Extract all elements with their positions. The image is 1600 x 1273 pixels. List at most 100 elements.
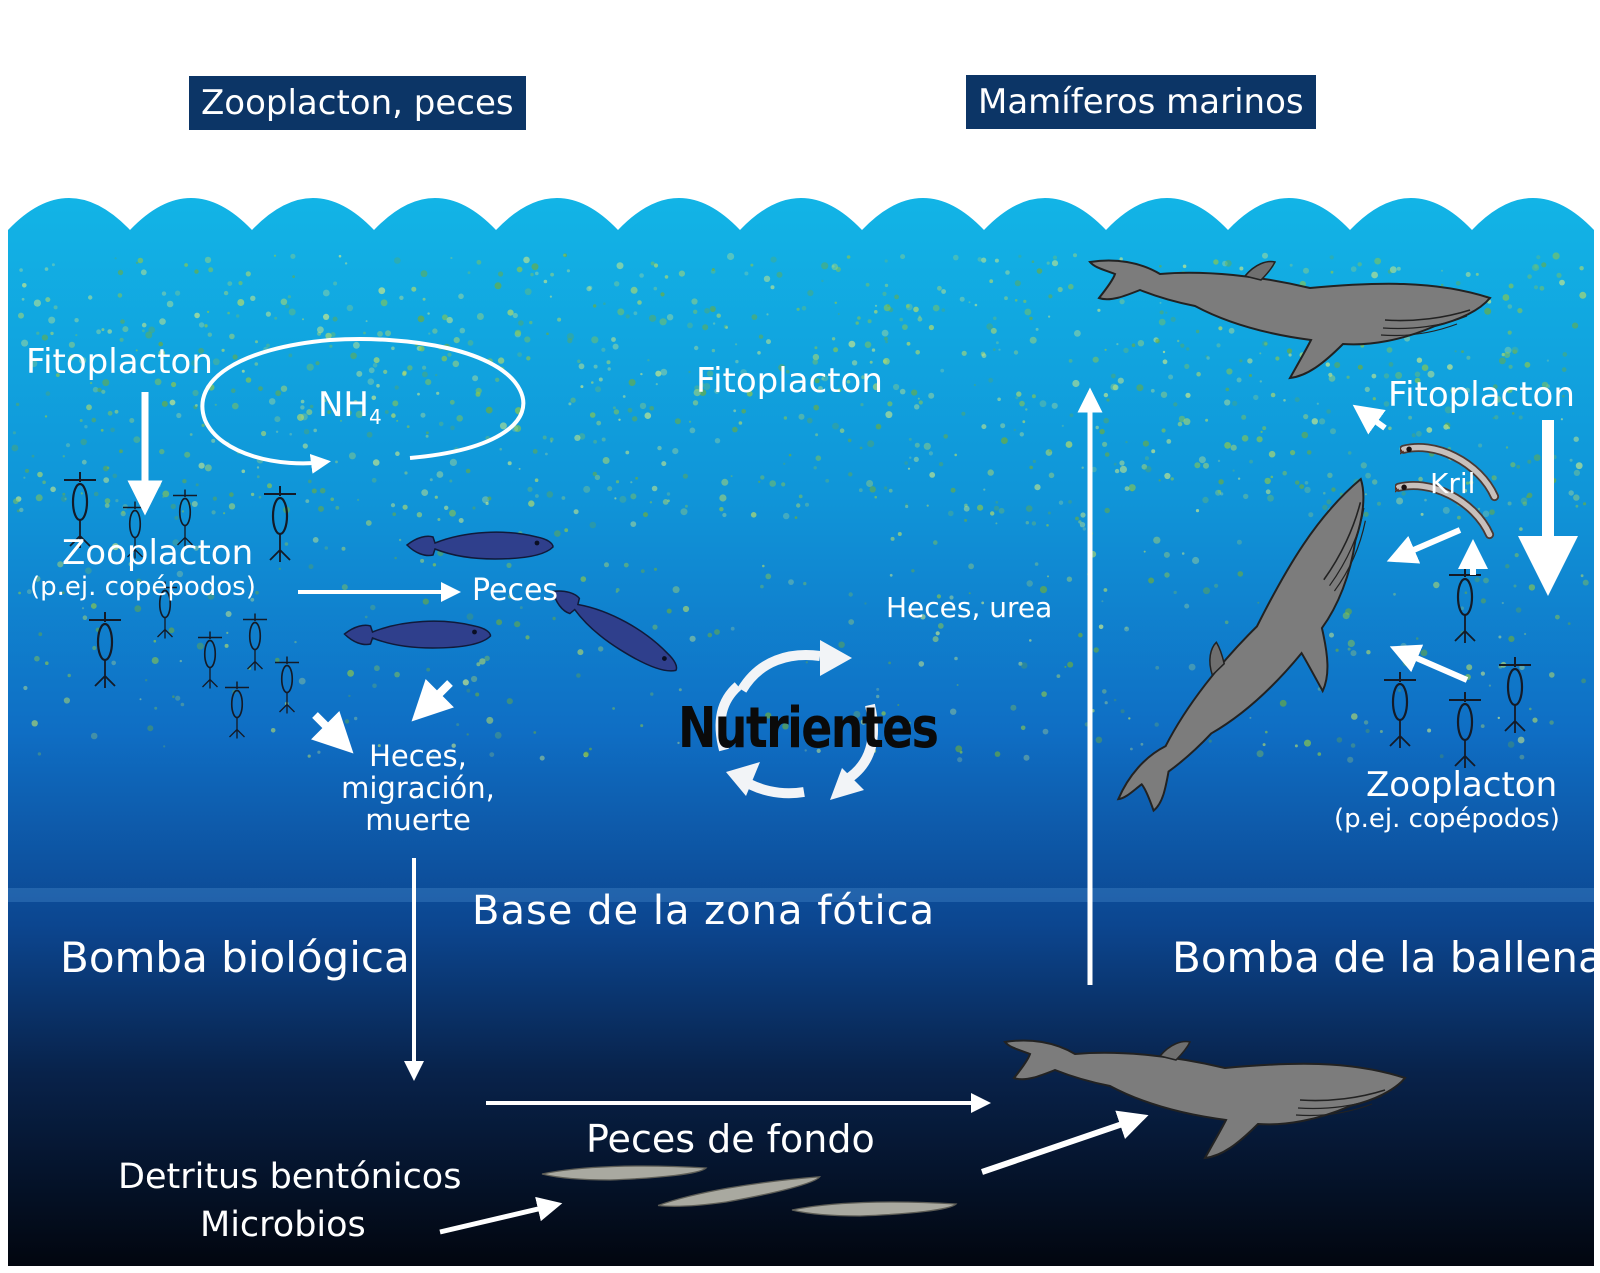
plankton-speck (1113, 462, 1117, 466)
plankton-speck (1528, 584, 1536, 591)
plankton-speck (1136, 384, 1144, 392)
plankton-speck (365, 520, 372, 526)
plankton-speck (486, 716, 494, 724)
plankton-speck (635, 476, 638, 480)
plankton-speck (1061, 424, 1064, 427)
plankton-speck (212, 358, 220, 366)
plankton-speck (530, 272, 534, 277)
plankton-speck (1505, 564, 1510, 569)
plankton-speck (1411, 433, 1416, 438)
plankton-speck (867, 319, 872, 324)
plankton-speck (518, 467, 521, 470)
plankton-speck (63, 697, 70, 704)
plankton-speck (64, 497, 67, 500)
plankton-speck (172, 695, 175, 698)
plankton-speck (1226, 368, 1233, 375)
plankton-speck (1499, 357, 1506, 365)
plankton-speck (1515, 607, 1522, 613)
plankton-speck (622, 395, 626, 398)
plankton-speck (1323, 491, 1326, 495)
plankton-speck (803, 581, 807, 586)
plankton-speck (256, 466, 260, 469)
label-feces-migration-death: Heces, migración, muerte (341, 739, 495, 837)
plankton-speck (159, 448, 165, 455)
plankton-speck (1371, 271, 1378, 279)
plankton-speck (114, 409, 119, 414)
plankton-speck (179, 659, 182, 663)
plankton-speck (1249, 716, 1252, 719)
plankton-speck (937, 623, 944, 629)
plankton-speck (1095, 425, 1099, 430)
plankton-speck (399, 295, 404, 300)
plankton-speck (711, 308, 715, 312)
plankton-speck (574, 434, 581, 441)
plankton-speck (1057, 286, 1063, 293)
plankton-speck (353, 341, 360, 349)
plankton-speck (1170, 477, 1174, 481)
plankton-speck (305, 499, 310, 503)
plankton-speck (949, 595, 954, 600)
plankton-speck (476, 259, 482, 265)
plankton-speck (1048, 294, 1053, 299)
plankton-speck (255, 340, 258, 344)
plankton-speck (1464, 387, 1471, 394)
plankton-speck (1463, 488, 1468, 493)
plankton-speck (1303, 414, 1309, 420)
plankton-speck (783, 416, 788, 420)
plankton-speck (1068, 283, 1074, 290)
plankton-speck (338, 254, 342, 258)
plankton-speck (498, 271, 504, 277)
plankton-speck (1464, 591, 1468, 594)
plankton-speck (1510, 462, 1516, 468)
plankton-speck (1196, 371, 1201, 377)
plankton-speck (330, 332, 336, 338)
plankton-speck (1019, 400, 1025, 407)
plankton-speck (1420, 649, 1428, 657)
plankton-speck (426, 431, 429, 435)
plankton-speck (1386, 347, 1393, 353)
plankton-speck (539, 755, 545, 761)
plankton-speck (730, 475, 733, 478)
plankton-speck (738, 421, 743, 425)
plankton-speck (226, 631, 229, 635)
plankton-speck (442, 314, 448, 321)
plankton-speck (632, 416, 638, 422)
plankton-speck (44, 415, 48, 418)
plankton-speck (372, 683, 377, 689)
plankton-speck (1034, 484, 1041, 491)
plankton-speck (207, 592, 215, 600)
plankton-speck (1041, 691, 1047, 697)
plankton-speck (1507, 741, 1515, 748)
plankton-speck (38, 632, 43, 637)
plankton-speck (1216, 343, 1221, 348)
plankton-speck (832, 422, 839, 430)
plankton-speck (422, 371, 428, 378)
plankton-speck (813, 404, 819, 411)
plankton-speck (1029, 336, 1037, 344)
plankton-speck (384, 410, 389, 414)
plankton-speck (837, 313, 840, 315)
plankton-speck (148, 326, 156, 334)
plankton-speck (184, 451, 191, 458)
plankton-speck (926, 504, 929, 507)
plankton-speck (137, 257, 144, 264)
plankton-speck (1249, 459, 1253, 464)
label-phytoplankton-center: Fitoplacton (696, 361, 883, 401)
plankton-speck (194, 269, 199, 274)
plankton-speck (75, 334, 78, 337)
plankton-speck (974, 303, 978, 307)
plankton-speck (1137, 340, 1145, 347)
plankton-speck (1067, 661, 1074, 668)
plankton-speck (1114, 468, 1120, 474)
plankton-speck (57, 561, 64, 568)
plankton-speck (815, 455, 822, 462)
plankton-speck (117, 293, 123, 298)
plankton-speck (954, 656, 958, 661)
plankton-speck (74, 318, 79, 323)
plankton-speck (447, 352, 452, 357)
plankton-speck (1117, 377, 1124, 384)
plankton-speck (1507, 501, 1512, 506)
plankton-speck (110, 427, 115, 433)
plankton-speck (1416, 357, 1423, 363)
plankton-speck (471, 675, 478, 683)
